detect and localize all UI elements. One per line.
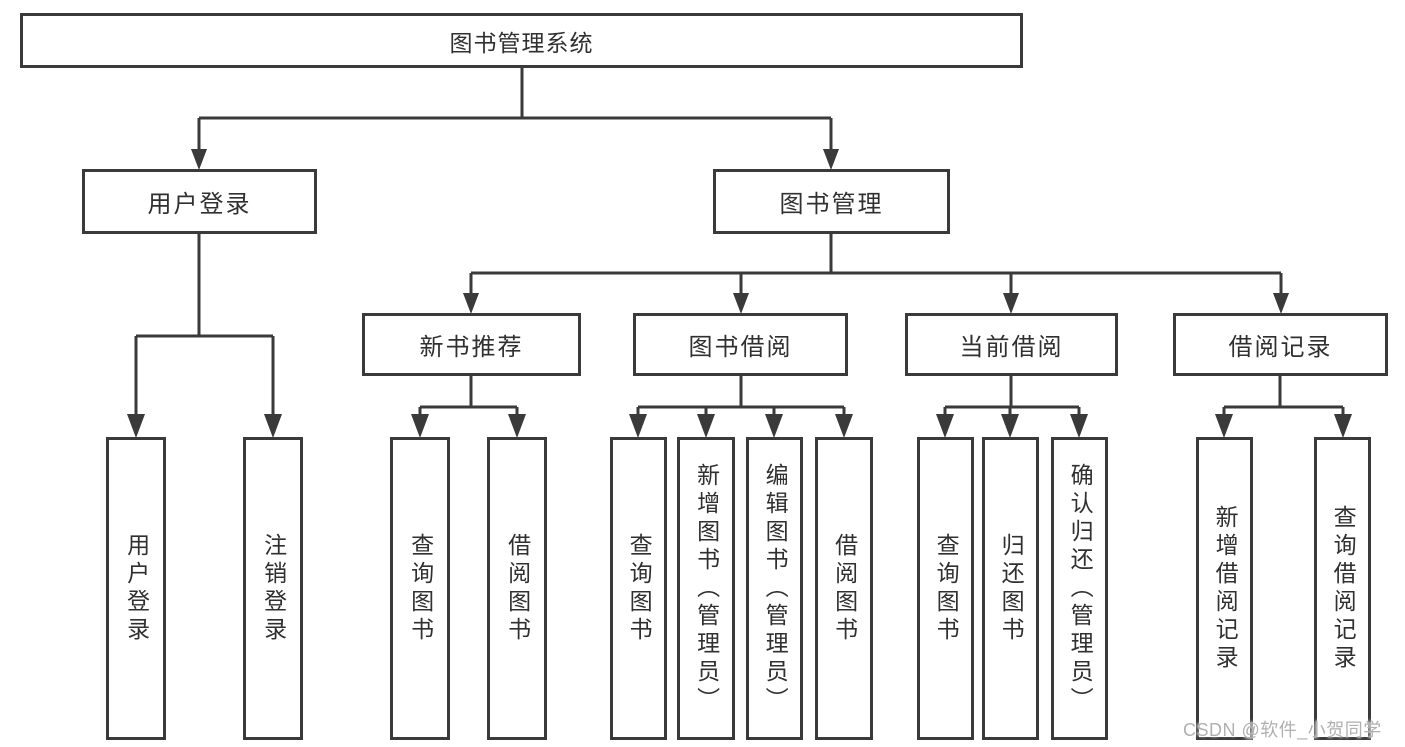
leaf-query-books-recommend: 查询图书 [390,437,450,740]
leaf-query-books-current: 查询图书 [917,437,974,740]
leaf-query-borrow-record: 查询借阅记录 [1314,437,1371,740]
node-borrow-records: 借阅记录 [1173,313,1388,376]
leaf-edit-book-admin-label: 编辑图书（管理员） [762,462,789,715]
leaf-confirm-return-admin: 确认归还（管理员） [1051,437,1108,740]
leaf-query-books-recommend-label: 查询图书 [407,532,434,645]
leaf-user-login: 用户登录 [106,437,166,740]
node-library-system: 图书管理系统 [20,13,1023,68]
leaf-return-book-label: 归还图书 [998,532,1025,645]
leaf-borrow-books-label: 借阅图书 [831,532,858,645]
csdn-watermark: CSDN @软件_小贺同学 [1183,720,1382,740]
leaf-add-borrow-record: 新增借阅记录 [1196,437,1253,740]
leaf-borrow-books: 借阅图书 [815,437,873,740]
leaf-query-books-borrow: 查询图书 [610,437,667,740]
leaf-edit-book-admin: 编辑图书（管理员） [746,437,803,740]
leaf-query-borrow-record-label: 查询借阅记录 [1330,504,1357,673]
node-user-login-label: 用户登录 [147,191,252,218]
node-new-book-recommend-label: 新书推荐 [419,334,524,361]
node-book-borrow: 图书借阅 [633,313,848,376]
node-book-borrow-label: 图书借阅 [688,334,793,361]
leaf-user-login-label: 用户登录 [123,532,150,645]
node-borrow-records-label: 借阅记录 [1228,334,1333,361]
leaf-borrow-books-recommend: 借阅图书 [487,437,547,740]
node-current-borrow-label: 当前借阅 [959,334,1064,361]
leaf-query-books-borrow-label: 查询图书 [626,532,653,645]
leaf-borrow-books-recommend-label: 借阅图书 [504,532,531,645]
node-new-book-recommend: 新书推荐 [362,313,581,376]
node-book-management: 图书管理 [713,169,950,234]
leaf-confirm-return-admin-label: 确认归还（管理员） [1067,462,1094,715]
node-library-system-label: 图书管理系统 [449,29,594,56]
leaf-add-book-admin-label: 新增图书（管理员） [693,462,720,715]
node-book-management-label: 图书管理 [779,191,884,218]
leaf-logout-label: 注销登录 [260,532,287,645]
leaf-logout: 注销登录 [243,437,303,740]
leaf-add-book-admin: 新增图书（管理员） [677,437,735,740]
leaf-add-borrow-record-label: 新增借阅记录 [1212,504,1239,673]
leaf-query-books-current-label: 查询图书 [933,532,960,645]
node-current-borrow: 当前借阅 [905,313,1118,376]
leaf-return-book: 归还图书 [982,437,1039,740]
node-user-login: 用户登录 [82,169,317,234]
